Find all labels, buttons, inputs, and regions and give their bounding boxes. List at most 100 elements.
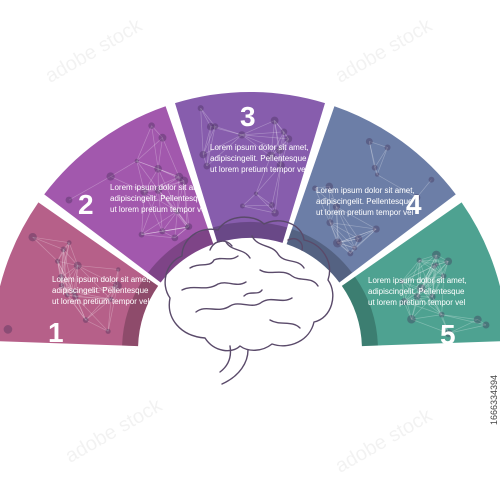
segment-3-shape bbox=[174, 91, 326, 243]
network-line bbox=[416, 265, 435, 297]
network-node bbox=[413, 293, 421, 301]
network-line bbox=[187, 226, 190, 228]
network-line bbox=[241, 131, 285, 136]
network-line bbox=[434, 261, 449, 267]
network-line bbox=[57, 249, 64, 262]
network-line bbox=[242, 193, 257, 207]
network-line bbox=[403, 265, 435, 302]
network-line bbox=[77, 265, 119, 270]
network-line bbox=[141, 190, 159, 235]
network-line bbox=[401, 264, 437, 282]
network-node bbox=[473, 315, 482, 324]
network-line bbox=[110, 285, 118, 300]
network-node bbox=[268, 202, 275, 209]
network-line bbox=[73, 265, 79, 292]
network-line bbox=[279, 131, 285, 151]
network-line bbox=[270, 131, 285, 157]
network-line bbox=[107, 299, 112, 332]
network-line bbox=[337, 242, 351, 254]
network-line bbox=[421, 288, 433, 297]
network-node bbox=[82, 317, 89, 323]
network-node bbox=[438, 311, 445, 318]
network-line bbox=[75, 296, 87, 321]
network-line bbox=[419, 254, 437, 261]
network-line bbox=[416, 260, 420, 297]
network-line bbox=[350, 238, 359, 254]
network-line bbox=[441, 314, 478, 320]
network-line bbox=[255, 165, 282, 194]
network-line bbox=[436, 261, 449, 265]
network-line bbox=[337, 242, 355, 249]
segment-3-text-line-2: adipiscingelit. Pellentesque bbox=[210, 154, 307, 163]
network-line bbox=[110, 160, 138, 177]
network-line bbox=[432, 296, 450, 334]
network-line bbox=[436, 254, 449, 262]
network-line bbox=[57, 260, 78, 266]
network-line bbox=[354, 238, 359, 249]
network-line bbox=[214, 126, 242, 136]
network-line bbox=[162, 226, 189, 232]
network-line bbox=[141, 230, 163, 235]
network-line bbox=[411, 296, 433, 320]
network-node bbox=[444, 257, 453, 266]
network-line bbox=[61, 249, 64, 286]
network-node bbox=[375, 172, 380, 177]
network-line bbox=[141, 191, 145, 235]
network-line bbox=[61, 285, 75, 293]
network-line bbox=[337, 228, 377, 244]
network-line bbox=[75, 296, 111, 300]
network-line bbox=[77, 265, 112, 300]
network-node bbox=[174, 208, 181, 215]
network-line bbox=[416, 288, 422, 297]
network-line bbox=[279, 138, 289, 151]
segment-1-text-line-2: adipiscingelit. Pellentesque bbox=[52, 286, 149, 295]
network-node bbox=[371, 164, 378, 171]
network-node bbox=[333, 238, 342, 248]
network-node bbox=[197, 105, 204, 112]
network-line bbox=[411, 288, 422, 320]
network-node bbox=[440, 273, 447, 279]
network-node bbox=[148, 122, 155, 129]
network-line bbox=[200, 107, 216, 127]
network-node bbox=[105, 328, 111, 334]
network-node bbox=[138, 231, 145, 238]
segment-4-inner-band bbox=[286, 229, 353, 283]
network-line bbox=[68, 176, 111, 201]
network-line bbox=[255, 155, 272, 194]
network-line bbox=[200, 108, 212, 127]
segment-2-number: 2 bbox=[78, 189, 94, 220]
network-line bbox=[416, 261, 449, 297]
network-line bbox=[420, 265, 435, 289]
network-node bbox=[58, 282, 65, 289]
network-node bbox=[266, 151, 276, 161]
network-line bbox=[401, 281, 405, 302]
network-node bbox=[444, 329, 453, 338]
network-node bbox=[270, 116, 279, 125]
network-node bbox=[325, 182, 334, 191]
network-node bbox=[57, 274, 65, 281]
network-line bbox=[436, 264, 444, 277]
network-line bbox=[433, 265, 444, 277]
network-node bbox=[482, 321, 490, 329]
network-line bbox=[420, 264, 437, 289]
segment-3-text-line-1: Lorem ipsum dolor sit amet, bbox=[210, 143, 309, 152]
network-line bbox=[242, 204, 272, 207]
network-line bbox=[162, 230, 175, 239]
network-line bbox=[241, 134, 280, 151]
network-node bbox=[70, 288, 78, 296]
network-line bbox=[174, 227, 188, 239]
network-node bbox=[276, 161, 285, 170]
image-id-text: 1666334394 bbox=[489, 374, 499, 426]
segment-3: 3 Lorem ipsum dolor sit amet, adipiscing… bbox=[174, 91, 326, 243]
network-line bbox=[338, 228, 377, 243]
network-line bbox=[75, 296, 109, 332]
network-line bbox=[151, 125, 159, 169]
network-line bbox=[61, 285, 86, 321]
network-line bbox=[336, 206, 338, 244]
network-line bbox=[60, 277, 75, 293]
network-line bbox=[329, 222, 351, 254]
network-line bbox=[314, 186, 330, 189]
network-line bbox=[77, 265, 118, 287]
network-line bbox=[158, 189, 178, 212]
network-line bbox=[60, 265, 78, 278]
